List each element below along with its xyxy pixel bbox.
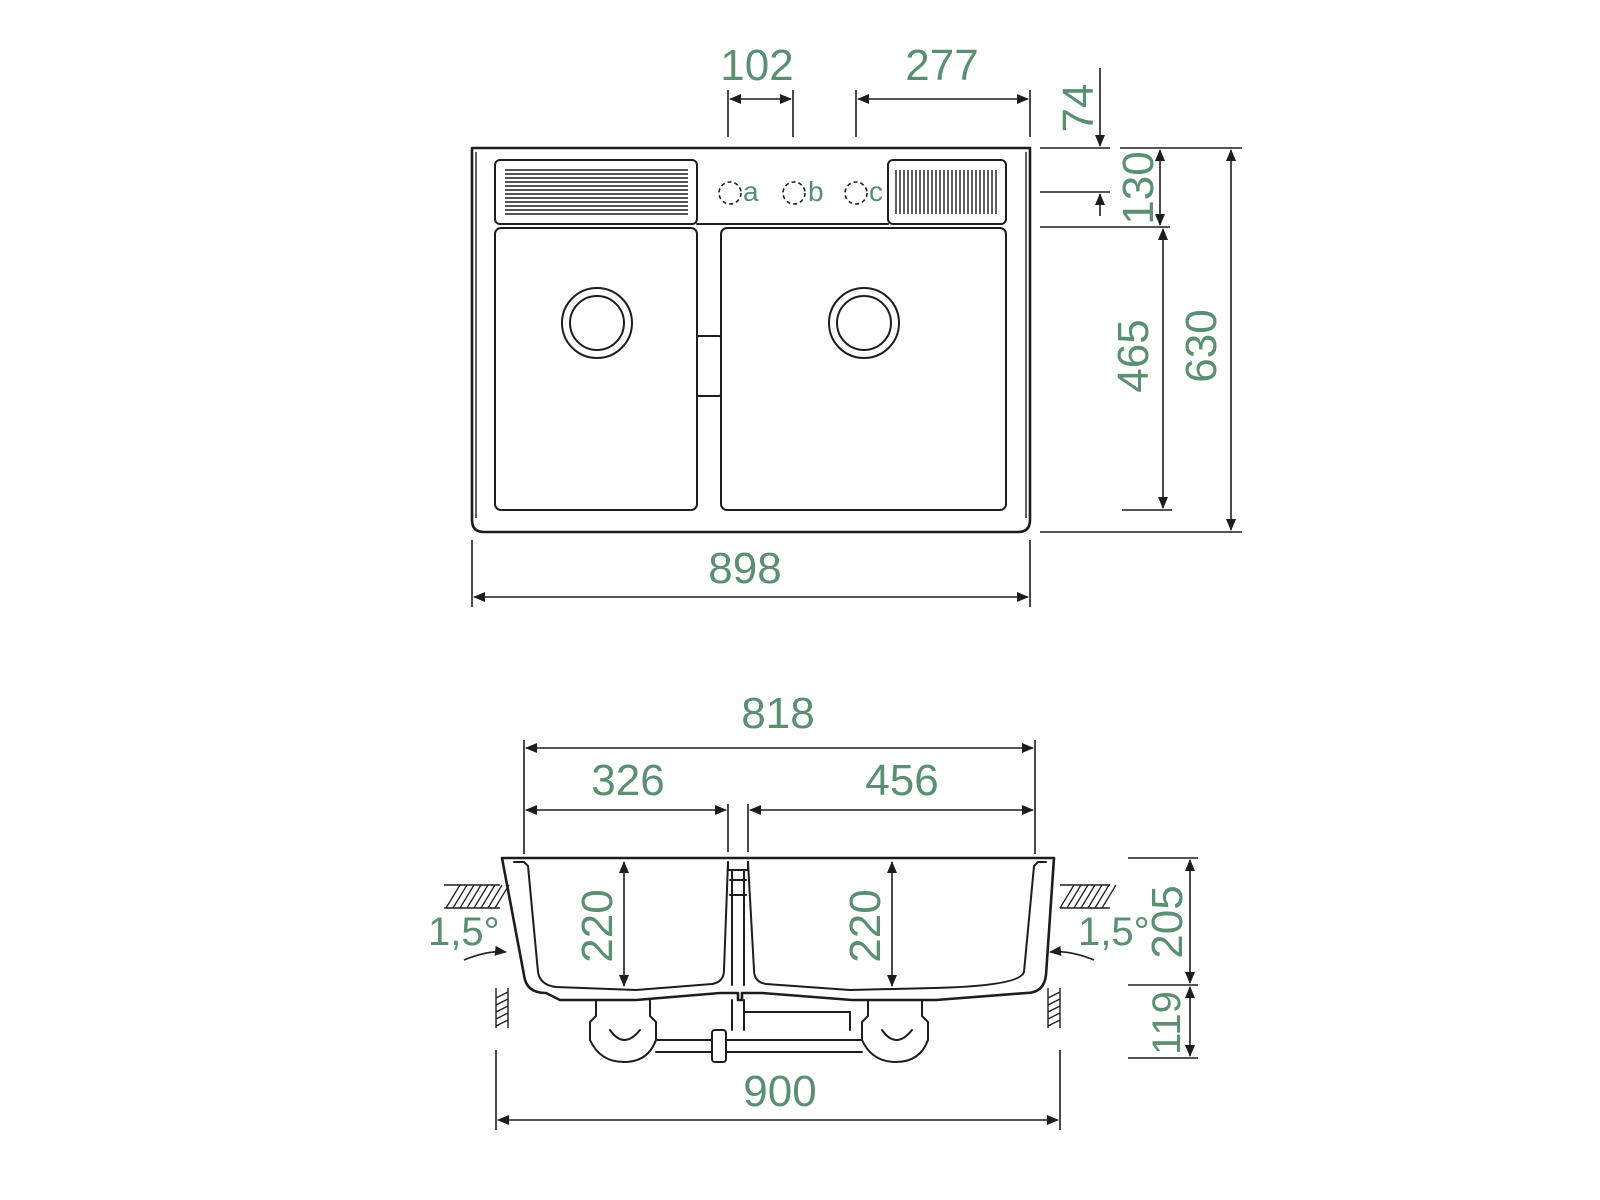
right-drainer-grooves [895, 170, 997, 214]
angle-right: 1,5° [1078, 910, 1150, 954]
dim-tap-spacing: 102 [720, 41, 793, 90]
right-drain-outer [828, 287, 900, 359]
left-bowl-profile [513, 861, 729, 991]
tap-hole-label-c: c [869, 176, 883, 207]
tap-hole-c [844, 181, 868, 205]
left-drainer-panel [494, 159, 698, 225]
dim-right-bowl-width: 456 [865, 756, 938, 805]
tap-hole-b [782, 181, 806, 205]
left-drain-inner [569, 295, 625, 351]
dim-sink-height: 205 [1143, 885, 1192, 958]
overflow-pipe [729, 879, 747, 896]
angle-left: 1,5° [428, 910, 500, 954]
left-drainer-grooves [505, 169, 688, 215]
counter-right-hatch [1047, 884, 1117, 1028]
overflow-slot [696, 335, 722, 397]
sink-outline [470, 146, 1032, 534]
dim-inner-width: 818 [741, 689, 814, 738]
dim-drainer-depth: 130 [1114, 151, 1163, 224]
dim-cutout-width: 900 [743, 1067, 816, 1116]
dim-left-bowl-width: 326 [591, 756, 664, 805]
tap-hole-a [718, 181, 742, 205]
right-bowl-profile [747, 861, 1047, 991]
tap-hole-label-b: b [808, 176, 824, 207]
dim-left-bowl-depth: 220 [573, 889, 622, 962]
top-view: a b c 102 277 74 130 [470, 41, 1242, 607]
right-drain-trap [861, 999, 929, 1063]
waste-connector [655, 999, 863, 1063]
section-view: 818 326 456 220 220 205 119 900 1,5° [428, 689, 1198, 1130]
left-bowl [494, 227, 698, 511]
dim-right-bowl-depth: 220 [841, 889, 890, 962]
dim-total-width: 898 [708, 544, 781, 593]
dim-counter-thickness: 119 [1145, 991, 1189, 1055]
left-drain-outer [561, 287, 633, 359]
dim-tap-offset: 277 [905, 41, 978, 90]
tap-hole-label-a: a [743, 176, 759, 207]
counter-left-hatch [444, 884, 510, 1028]
dim-bowl-depth: 465 [1109, 319, 1158, 392]
dim-total-depth: 630 [1177, 309, 1226, 382]
sink-profile-outer [500, 856, 1056, 1002]
right-drainer-panel [887, 159, 1007, 225]
left-drain-trap [589, 999, 657, 1063]
right-bowl [720, 227, 1007, 511]
dim-tap-from-edge: 74 [1054, 84, 1103, 133]
right-drain-inner [836, 295, 892, 351]
